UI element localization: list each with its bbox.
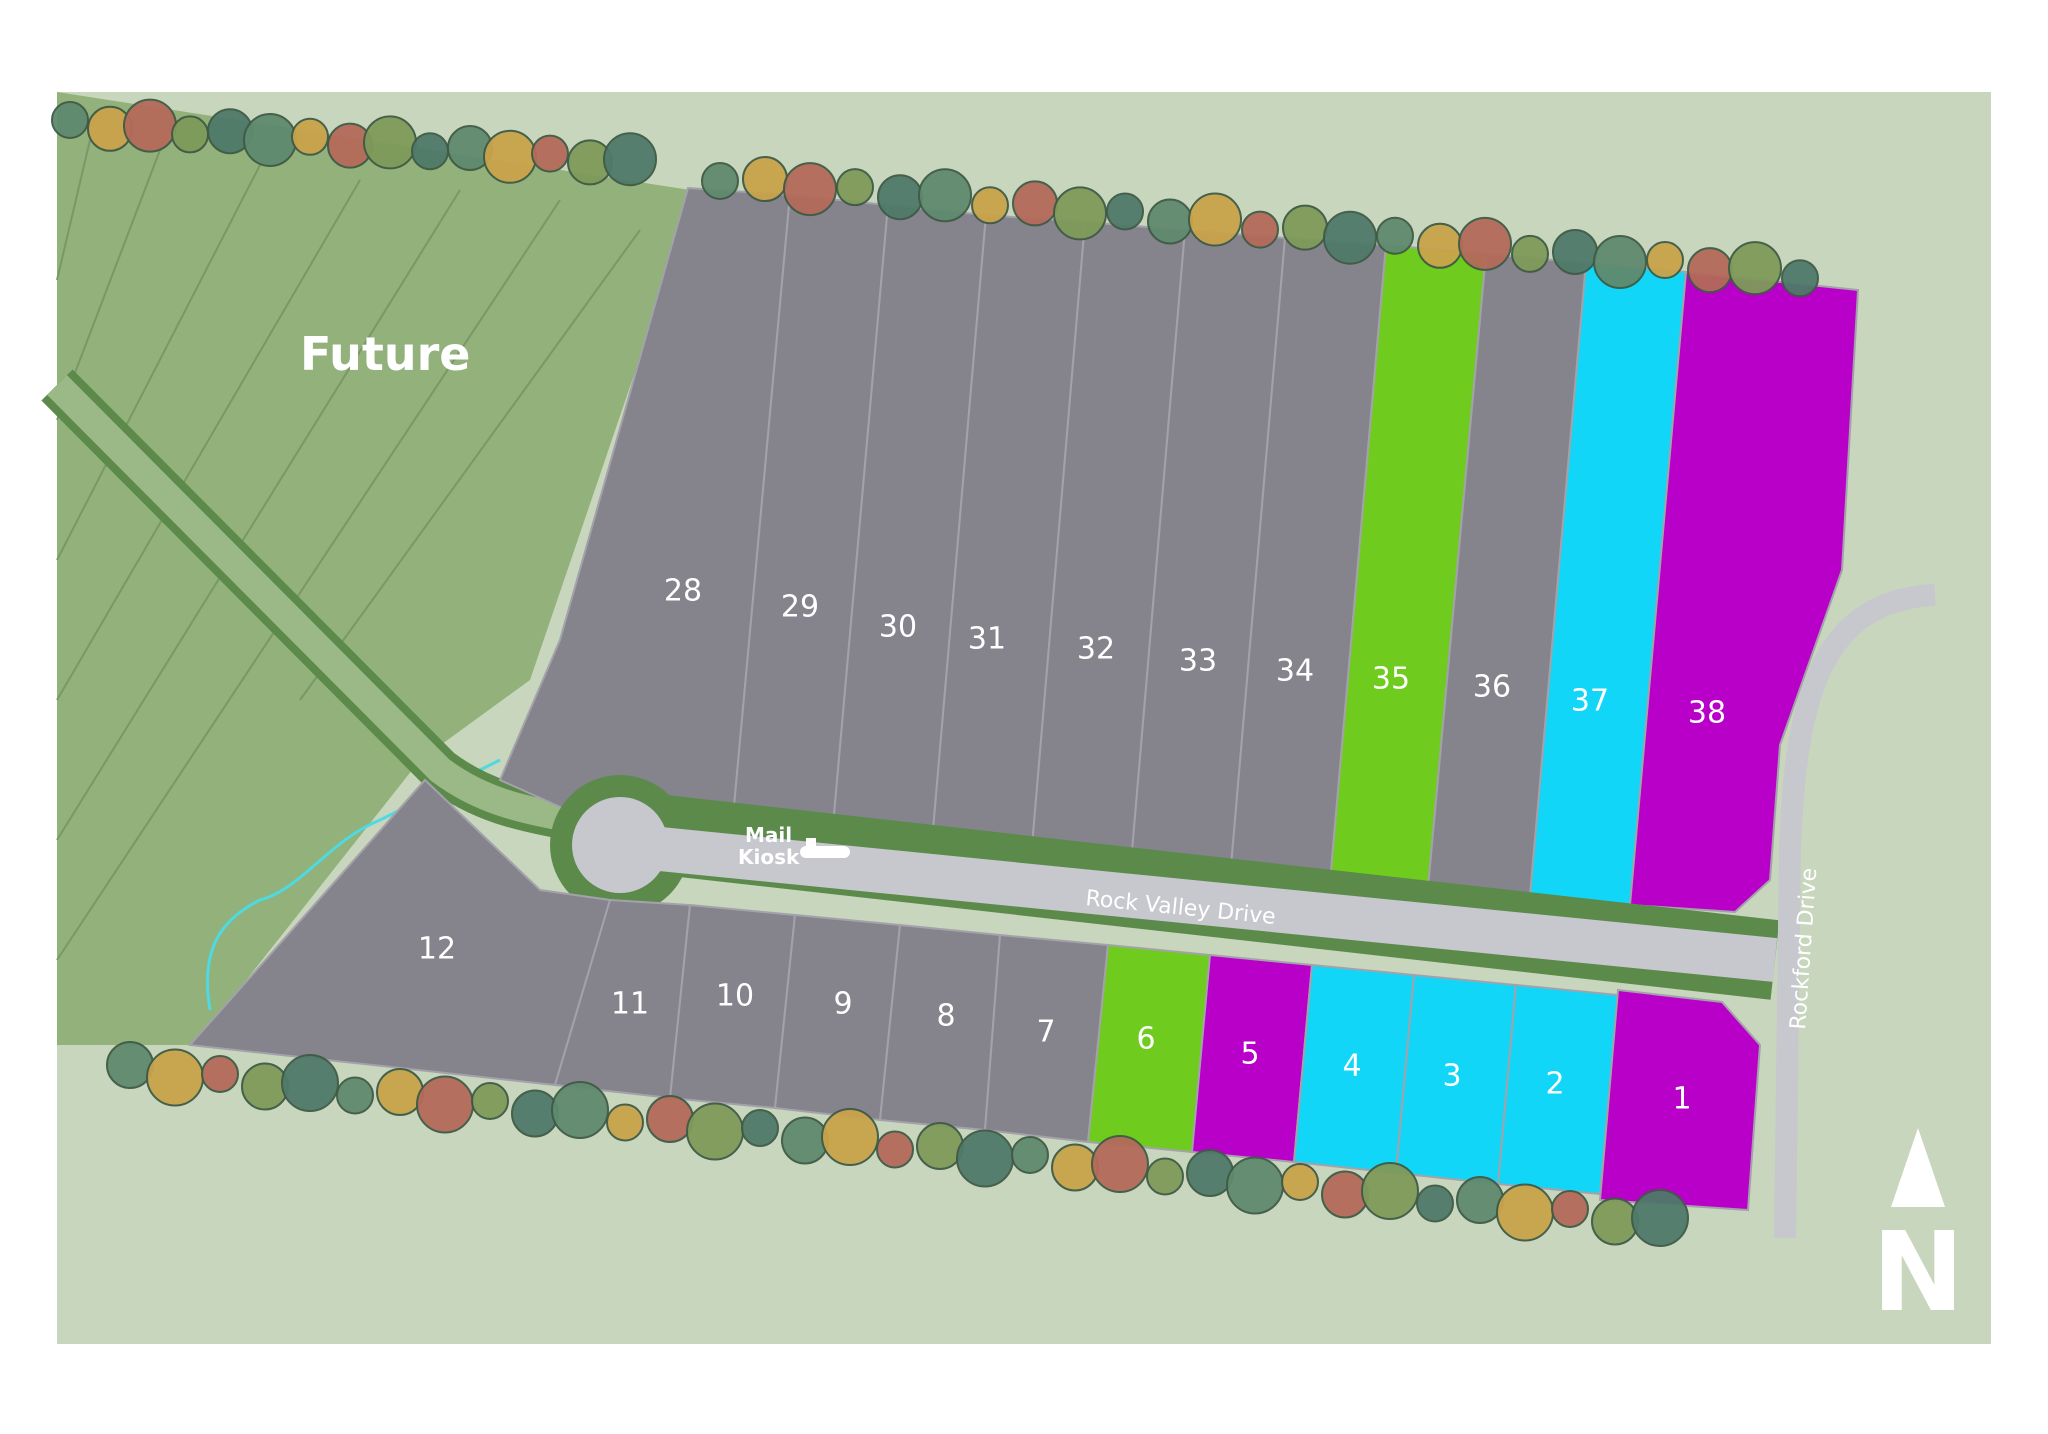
- tree-icon: [243, 113, 297, 167]
- cul-de-sac[interactable]: [572, 797, 668, 893]
- north-arrow-icon: [1891, 1128, 1945, 1207]
- tree-icon: [1053, 186, 1107, 241]
- tree-icon: [146, 1048, 204, 1107]
- tree-icon: [241, 1062, 289, 1111]
- tree-icon: [686, 1102, 744, 1161]
- mail-kiosk-label-line2: Kiosk: [738, 845, 800, 869]
- mail-kiosk-label-line1: Mail: [745, 823, 792, 847]
- tree-icon: [916, 1122, 964, 1170]
- tree-icon: [1012, 180, 1058, 227]
- rock-valley-drive[interactable]: [617, 823, 1778, 982]
- lot-8[interactable]: [878, 923, 1002, 1132]
- tree-icon: [471, 1082, 509, 1120]
- tree-icon: [411, 132, 449, 171]
- tree-icon: [821, 1108, 879, 1166]
- future-label: Future: [300, 327, 471, 381]
- lot-4[interactable]: [1292, 963, 1416, 1175]
- tree-icon: [1051, 1143, 1099, 1192]
- tree-icon: [1591, 1197, 1639, 1246]
- mail-kiosk[interactable]: Mail Kiosk: [738, 823, 850, 869]
- tree-icon: [1728, 241, 1782, 296]
- tree-icon: [603, 132, 657, 187]
- rockford-drive[interactable]: [1774, 584, 1936, 1239]
- lot-7[interactable]: [983, 933, 1110, 1144]
- tree-icon: [1631, 1189, 1689, 1247]
- tree-icon: [1551, 1190, 1589, 1228]
- tree-icon: [781, 1116, 829, 1165]
- tree-icon: [1552, 228, 1598, 275]
- tree-icon: [918, 168, 972, 223]
- tree-icon: [1416, 1184, 1454, 1223]
- tree-icon: [1281, 1163, 1319, 1201]
- tree-icon: [971, 186, 1009, 225]
- tree-icon: [416, 1075, 474, 1134]
- tree-icon: [1361, 1162, 1419, 1220]
- lot-5[interactable]: [1190, 953, 1314, 1164]
- north-label: N: [1872, 1208, 1964, 1336]
- tree-icon: [551, 1081, 609, 1139]
- tree-icon: [956, 1129, 1014, 1188]
- north-arrow: N: [1872, 1128, 1964, 1336]
- tree-icon: [1146, 1157, 1184, 1196]
- tree-icon: [363, 115, 417, 170]
- tree-icon: [876, 1130, 914, 1169]
- tree-icon: [1458, 216, 1512, 271]
- tree-icon: [1186, 1149, 1234, 1197]
- tree-icon: [511, 1089, 559, 1138]
- tree-icon: [483, 129, 537, 184]
- tree-icon: [1646, 241, 1684, 280]
- tree-icon: [701, 162, 739, 200]
- tree-icon: [1511, 234, 1549, 273]
- tree-icon: [1188, 192, 1242, 247]
- tree-border: [51, 98, 1819, 1247]
- tree-icon: [1323, 210, 1377, 265]
- tree-icon: [1147, 198, 1193, 245]
- tree-icon: [836, 168, 874, 207]
- tree-icon: [1417, 222, 1463, 269]
- mail-kiosk-pad: [800, 846, 850, 858]
- tree-icon: [281, 1054, 339, 1112]
- tree-icon: [606, 1103, 644, 1142]
- tree-icon: [171, 115, 209, 154]
- lot-3[interactable]: [1394, 973, 1518, 1186]
- tree-icon: [1011, 1136, 1049, 1174]
- lot-6[interactable]: [1086, 943, 1212, 1154]
- tree-icon: [1376, 216, 1414, 255]
- lot-2[interactable]: [1496, 983, 1620, 1196]
- tree-icon: [201, 1055, 239, 1093]
- tree-icon: [1456, 1176, 1504, 1224]
- tree-icon: [1241, 210, 1279, 249]
- tree-icon: [531, 134, 569, 173]
- tree-icon: [741, 1109, 779, 1147]
- tree-icon: [1282, 204, 1328, 251]
- tree-icon: [646, 1095, 694, 1143]
- tree-icon: [1321, 1170, 1369, 1219]
- tree-icon: [291, 117, 329, 156]
- tree-icon: [106, 1041, 154, 1089]
- tree-icon: [1687, 247, 1733, 294]
- tree-icon: [783, 162, 837, 217]
- tree-icon: [877, 174, 923, 221]
- tree-icon: [742, 156, 788, 203]
- tree-icon: [123, 98, 177, 153]
- tree-icon: [376, 1068, 424, 1116]
- tree-icon: [1226, 1156, 1284, 1215]
- tree-icon: [51, 101, 89, 139]
- lot-10[interactable]: [668, 903, 797, 1110]
- tree-icon: [1781, 259, 1819, 298]
- future-lot-lines: [56, 139, 641, 961]
- lot-9[interactable]: [773, 913, 902, 1122]
- tree-icon: [336, 1076, 374, 1115]
- tree-icon: [1496, 1183, 1554, 1242]
- mail-kiosk-icon: [806, 838, 816, 848]
- tree-icon: [1106, 192, 1144, 231]
- lot-1[interactable]: [1598, 988, 1762, 1212]
- future-area: [57, 92, 690, 1045]
- tree-icon: [1091, 1135, 1149, 1193]
- tree-icon: [1593, 235, 1647, 289]
